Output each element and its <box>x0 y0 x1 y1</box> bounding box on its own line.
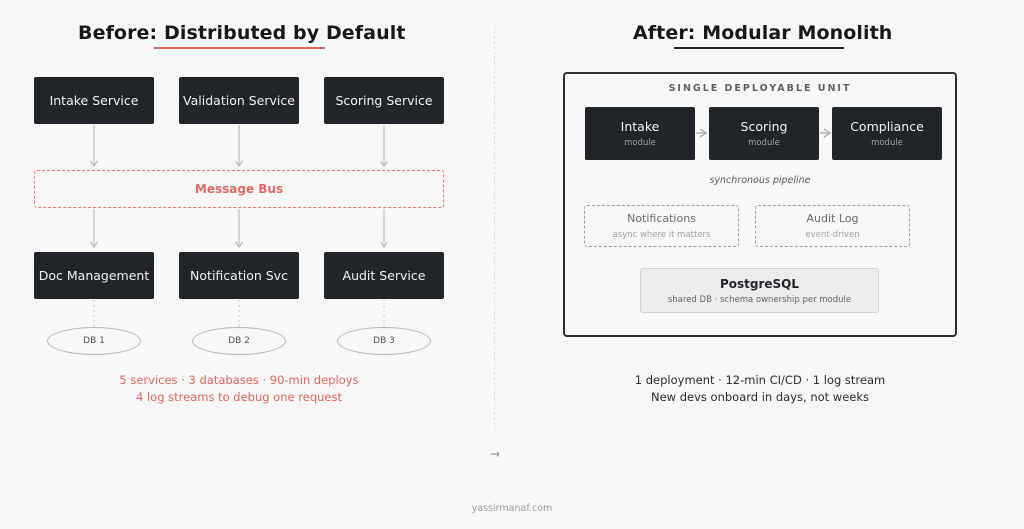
module-intake-sub: module <box>624 138 656 148</box>
before-caption-line2: 4 log streams to debug one request <box>136 390 342 404</box>
message-bus: Message Bus <box>34 170 444 208</box>
database-1-label: DB 1 <box>83 336 105 346</box>
service-audit: Audit Service <box>324 252 444 299</box>
module-intake: Intake module <box>585 107 695 160</box>
service-validation: Validation Service <box>179 77 299 124</box>
service-notification-label: Notification Svc <box>190 268 288 283</box>
module-intake-name: Intake <box>620 119 660 134</box>
deployable-unit-frame <box>563 72 957 337</box>
service-scoring: Scoring Service <box>324 77 444 124</box>
after-caption-line1: 1 deployment · 12-min CI/CD · 1 log stre… <box>634 373 886 387</box>
audit-log-box: Audit Log event-driven <box>755 205 910 247</box>
message-bus-label: Message Bus <box>194 182 284 196</box>
after-title-underline <box>674 47 844 49</box>
postgresql-box: PostgreSQL shared DB · schema ownership … <box>640 268 879 313</box>
deployable-unit-label: SINGLE DEPLOYABLE UNIT <box>668 83 852 94</box>
database-2-label: DB 2 <box>228 336 250 346</box>
module-scoring-name: Scoring <box>740 119 788 134</box>
center-divider <box>494 26 495 430</box>
service-audit-label: Audit Service <box>342 268 426 283</box>
audit-log-name: Audit Log <box>806 212 859 225</box>
before-title-highlight: Distributed by Default <box>163 22 406 44</box>
next-arrow-icon[interactable]: → <box>489 447 501 461</box>
after-title-prefix: After: <box>633 22 703 44</box>
module-scoring: Scoring module <box>709 107 819 160</box>
after-title: After: Modular Monolith <box>633 22 892 44</box>
after-title-highlight: Modular Monolith <box>702 22 893 44</box>
module-compliance-sub: module <box>871 138 903 148</box>
service-scoring-label: Scoring Service <box>335 93 433 108</box>
service-intake-label: Intake Service <box>49 93 139 108</box>
notifications-box: Notifications async where it matters <box>584 205 739 247</box>
service-validation-label: Validation Service <box>183 93 295 108</box>
audit-log-sub: event-driven <box>805 230 860 240</box>
before-caption-line1: 5 services · 3 databases · 90-min deploy… <box>119 373 359 387</box>
before-title-underline <box>154 47 325 49</box>
module-scoring-sub: module <box>748 138 780 148</box>
database-3-label: DB 3 <box>373 336 395 346</box>
before-title: Before: Distributed by Default <box>78 22 406 44</box>
postgresql-sub: shared DB · schema ownership per module <box>667 294 852 305</box>
service-intake: Intake Service <box>34 77 154 124</box>
database-2: DB 2 <box>192 327 286 355</box>
database-1: DB 1 <box>47 327 141 355</box>
before-title-prefix: Before: <box>78 22 164 44</box>
module-compliance: Compliance module <box>832 107 942 160</box>
after-caption-line2: New devs onboard in days, not weeks <box>650 390 870 404</box>
database-3: DB 3 <box>337 327 431 355</box>
module-compliance-name: Compliance <box>850 119 924 134</box>
footer-site: yassirmanaf.com <box>471 503 553 514</box>
notifications-sub: async where it matters <box>612 230 711 240</box>
service-doc-management-label: Doc Management <box>38 268 150 283</box>
postgresql-name: PostgreSQL <box>719 276 800 291</box>
notifications-name: Notifications <box>627 212 696 225</box>
service-notification: Notification Svc <box>179 252 299 299</box>
service-doc-management: Doc Management <box>34 252 154 299</box>
pipeline-label: synchronous pipeline <box>709 175 811 186</box>
